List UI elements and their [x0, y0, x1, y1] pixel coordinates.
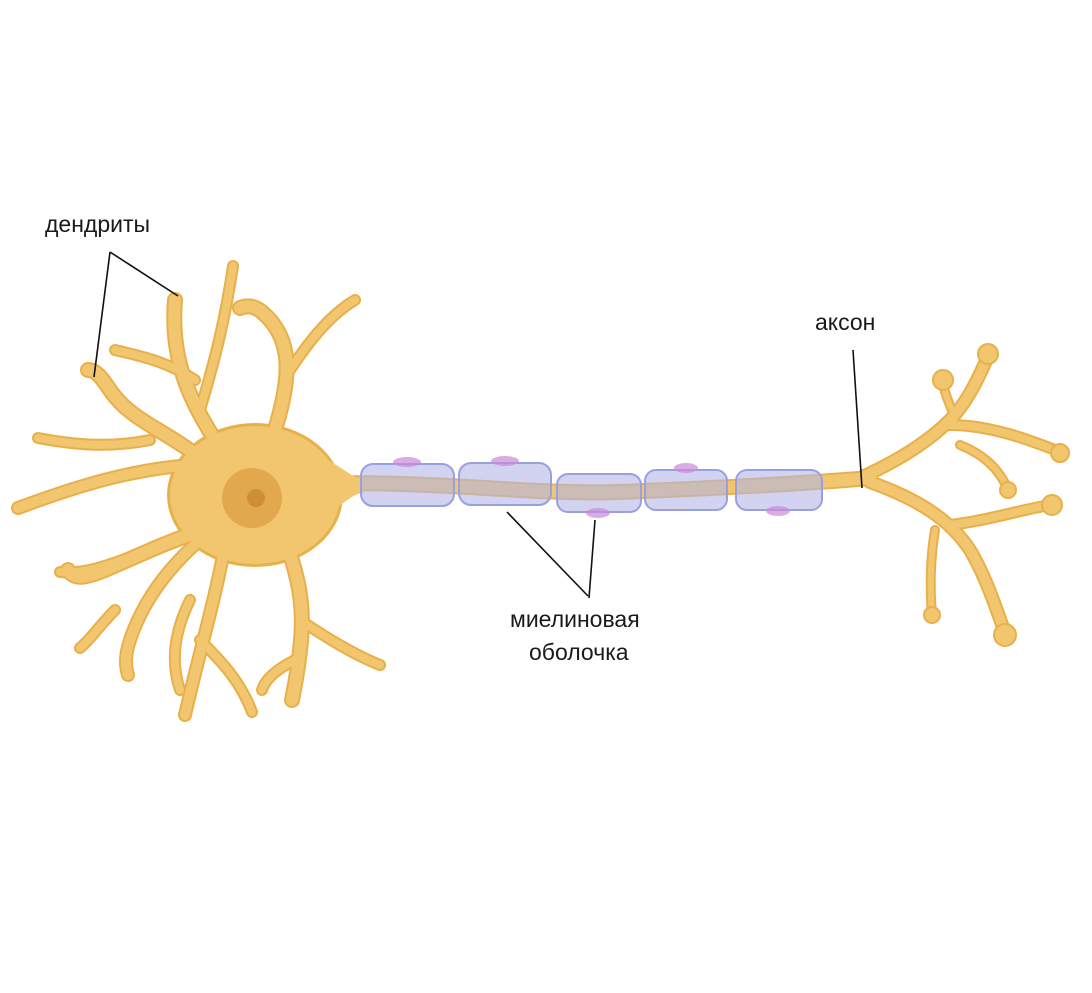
- terminal-bulb: [923, 606, 941, 624]
- terminal-bulb: [1041, 494, 1063, 516]
- nucleolus: [247, 489, 265, 507]
- axon-terminals: [923, 343, 1070, 647]
- axon-hillock: [320, 455, 365, 525]
- myelin-label-line2: оболочка: [529, 639, 629, 665]
- myelin-leader-2: [588, 519, 596, 599]
- axon-leader: [852, 349, 863, 489]
- dendrites-label: дендриты: [45, 211, 150, 237]
- myelin-segment: [556, 473, 642, 518]
- terminal-bulb: [993, 623, 1017, 647]
- leader-lines: [93, 251, 863, 599]
- axon-label: аксон: [815, 309, 875, 335]
- dendrites-leader-1: [109, 251, 179, 297]
- myelin-sheath: [360, 456, 823, 518]
- myelin-segment: [458, 456, 552, 506]
- myelin-segment: [644, 463, 728, 511]
- myelin-leader-1: [506, 511, 589, 597]
- terminal-bulb: [977, 343, 999, 365]
- dendrites-leader-2: [93, 251, 111, 378]
- terminal-bulb: [1050, 443, 1070, 463]
- myelin-segment: [360, 457, 455, 507]
- terminal-bulb: [932, 369, 954, 391]
- myelin-segment: [735, 469, 823, 516]
- terminal-bulb: [999, 481, 1017, 499]
- myelin-label-line1: миелиновая: [510, 606, 640, 632]
